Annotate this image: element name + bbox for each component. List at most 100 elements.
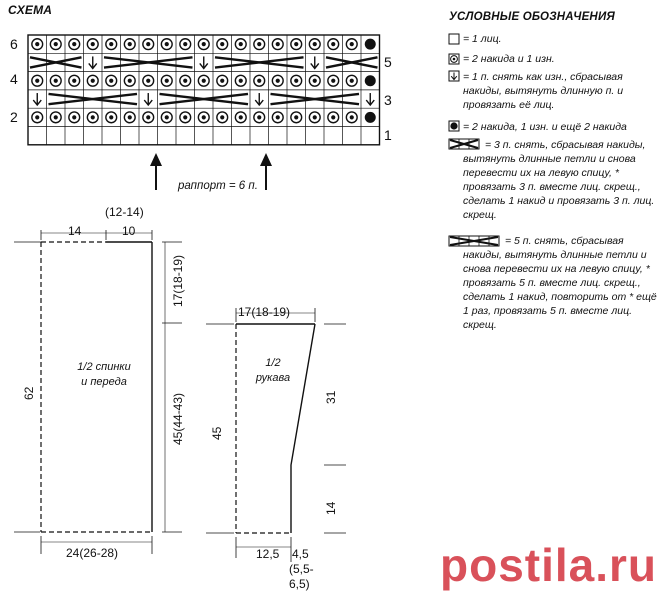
double-yo-symbol bbox=[68, 74, 81, 87]
double-yo-symbol bbox=[105, 38, 118, 51]
body-pattern bbox=[14, 230, 182, 554]
sleeve-height-total: 45 bbox=[210, 426, 224, 440]
chart-grid bbox=[27, 34, 381, 146]
double-yo-symbol bbox=[257, 115, 262, 120]
double-yo-symbol bbox=[105, 74, 118, 87]
body-height-upper: 17(18-19) bbox=[171, 254, 185, 307]
double-yo-symbol bbox=[290, 74, 303, 87]
double-yo-symbol bbox=[49, 74, 62, 87]
cross-symbol bbox=[214, 56, 304, 69]
double-yo-symbol bbox=[127, 115, 132, 120]
double-yo-symbol bbox=[31, 74, 44, 87]
double-yo-symbol bbox=[201, 78, 206, 83]
double-yo-symbol bbox=[183, 78, 188, 83]
schema-title: СХЕМА bbox=[8, 3, 53, 17]
double-yo-symbol bbox=[275, 78, 280, 83]
double-yo-symbol bbox=[109, 115, 114, 120]
double-yo-symbol bbox=[327, 74, 340, 87]
double-yo-symbol bbox=[86, 111, 99, 124]
slip-arrow-symbol bbox=[310, 63, 320, 70]
double-yo-symbol bbox=[331, 42, 336, 47]
slip-arrow-symbol bbox=[254, 99, 264, 107]
double-yo-symbol bbox=[238, 115, 243, 120]
double-yo-symbol bbox=[216, 74, 229, 87]
double-yo-symbol bbox=[234, 74, 247, 87]
double-yo-symbol bbox=[308, 111, 321, 124]
row-label-6: 6 bbox=[10, 36, 18, 52]
double-yo-symbol bbox=[234, 38, 247, 51]
row-label-3: 3 bbox=[384, 92, 392, 108]
sleeve-height-lower: 14 bbox=[324, 501, 338, 515]
double-yo-symbol bbox=[312, 42, 317, 47]
double-yo-symbol bbox=[183, 42, 188, 47]
empty-square-icon bbox=[448, 33, 460, 45]
double-yo-symbol bbox=[183, 115, 188, 120]
slip-arrow-symbol bbox=[143, 99, 153, 107]
double-yo-symbol bbox=[31, 38, 44, 51]
double-yo-symbol bbox=[349, 115, 354, 120]
double-yo-symbol bbox=[294, 115, 299, 120]
double-yo-symbol bbox=[220, 78, 225, 83]
slip-arrow-symbol bbox=[88, 63, 98, 70]
slip-arrow-icon bbox=[448, 70, 460, 82]
double-yo-symbol bbox=[160, 111, 173, 124]
double-yo-symbol bbox=[271, 38, 284, 51]
knitting-chart bbox=[27, 34, 381, 190]
sleeve-label-line1: 1/2 bbox=[265, 357, 281, 369]
cross-3-icon bbox=[448, 138, 480, 150]
double-yo-symbol bbox=[312, 78, 317, 83]
double-yo-symbol bbox=[35, 78, 40, 83]
double-yo-symbol bbox=[72, 42, 77, 47]
sleeve-top-width: 17(18-19) bbox=[238, 305, 291, 319]
body-label-line1: 1/2 спинки bbox=[77, 361, 131, 373]
filled-dot-symbol bbox=[364, 75, 376, 87]
body-bottom-width: 24(26-28) bbox=[66, 546, 119, 560]
legend-item-cross3: = 3 п. снять, сбрасывая накиды, вытянуть… bbox=[463, 139, 655, 221]
double-yo-symbol bbox=[220, 115, 225, 120]
double-yo-symbol bbox=[127, 42, 132, 47]
sleeve-bottom-right-alt1: (5,5- bbox=[289, 562, 314, 576]
double-yo-symbol bbox=[349, 42, 354, 47]
double-yo-symbol bbox=[53, 115, 58, 120]
double-yo-symbol bbox=[197, 111, 210, 124]
filled-dot-symbol bbox=[364, 38, 376, 50]
double-yo-symbol bbox=[53, 78, 58, 83]
sleeve-height-upper: 31 bbox=[324, 390, 338, 404]
legend-symbols bbox=[448, 33, 500, 247]
double-yo-symbol bbox=[109, 42, 114, 47]
slip-arrow-symbol bbox=[365, 99, 375, 107]
double-yo-symbol bbox=[72, 78, 77, 83]
double-yo-symbol bbox=[201, 115, 206, 120]
double-yo-symbol bbox=[35, 42, 40, 47]
double-yo-symbol bbox=[290, 38, 303, 51]
cross-5-icon bbox=[448, 235, 500, 247]
double-yo-symbol bbox=[142, 38, 155, 51]
legend-item-cross5: = 5 п. снять, сбрасывая накиды, вытянуть… bbox=[463, 235, 657, 331]
double-yo-symbol bbox=[308, 74, 321, 87]
double-yo-symbol bbox=[271, 74, 284, 87]
double-yo-symbol bbox=[253, 111, 266, 124]
cross-symbol bbox=[29, 56, 82, 69]
filled-dot-symbol bbox=[364, 111, 376, 123]
slip-arrow-symbol bbox=[199, 63, 209, 70]
row-label-4: 4 bbox=[10, 71, 18, 87]
double-yo-symbol bbox=[345, 111, 358, 124]
double-yo-symbol bbox=[142, 111, 155, 124]
double-yo-symbol bbox=[349, 78, 354, 83]
double-yo-symbol bbox=[275, 115, 280, 120]
double-yo-symbol bbox=[90, 42, 95, 47]
double-yo-icon bbox=[448, 53, 460, 65]
double-yo-symbol bbox=[275, 42, 280, 47]
row-label-5: 5 bbox=[384, 54, 392, 70]
double-yo-symbol bbox=[35, 115, 40, 120]
double-yo-symbol bbox=[290, 111, 303, 124]
double-yo-symbol bbox=[68, 111, 81, 124]
double-yo-symbol bbox=[234, 111, 247, 124]
double-yo-symbol bbox=[253, 38, 266, 51]
double-yo-symbol bbox=[345, 38, 358, 51]
double-yo-symbol bbox=[90, 78, 95, 83]
double-yo-symbol bbox=[86, 74, 99, 87]
body-label-line2: и переда bbox=[81, 376, 127, 388]
double-yo-symbol bbox=[53, 42, 58, 47]
legend-item-dot: = 2 накида, 1 изн. и ещё 2 накида bbox=[463, 121, 627, 133]
